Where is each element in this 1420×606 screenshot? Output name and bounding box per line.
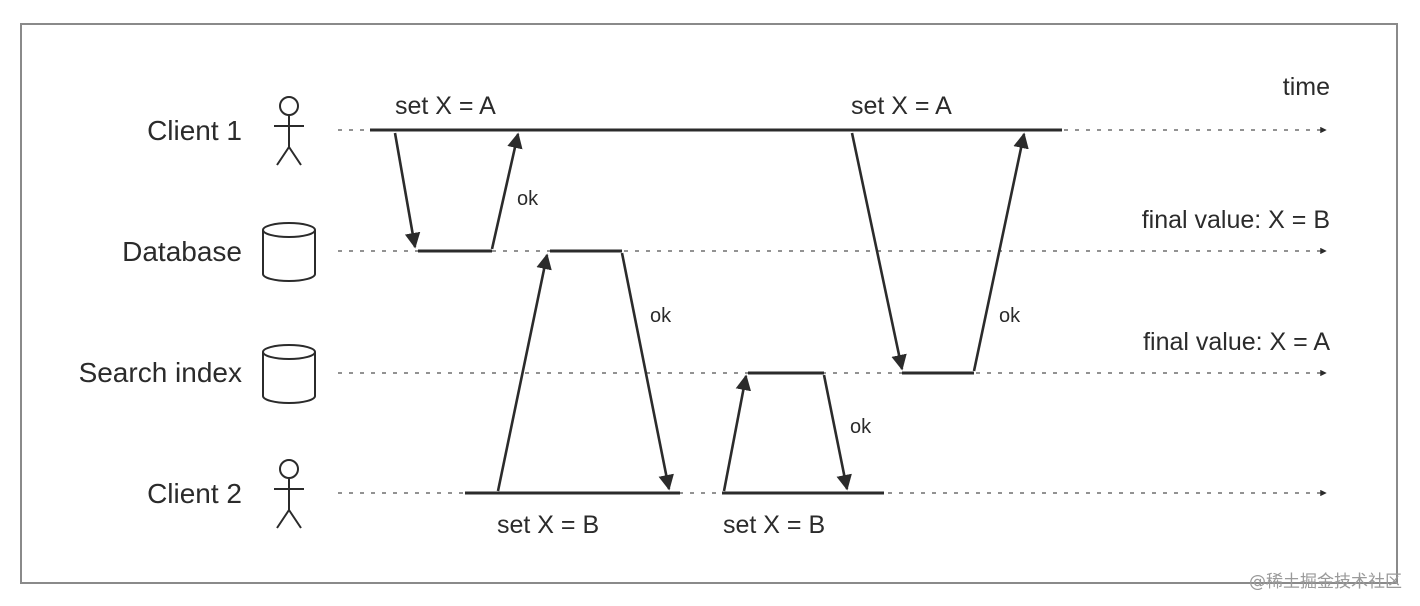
- arrow-c1-to-index: [850, 132, 907, 371]
- lane-label-database: Database: [122, 236, 242, 267]
- lane-label-client1: Client 1: [147, 115, 242, 146]
- msg-c2-set-2: set X = B: [723, 511, 825, 539]
- ok-label-3: ok: [850, 416, 872, 438]
- arrow-db-ok-to-c1: [490, 132, 523, 250]
- database-cylinder-icon: [262, 222, 316, 282]
- ok-label-1: ok: [517, 188, 539, 210]
- msg-c1-set-1: set X = A: [395, 92, 496, 120]
- lane-label-client2: Client 2: [147, 478, 242, 509]
- msg-c1-set-2: set X = A: [851, 92, 952, 120]
- diagram-frame: [20, 23, 1398, 584]
- ok-label-4: ok: [999, 305, 1021, 327]
- watermark: @稀土掘金技术社区: [1249, 572, 1402, 592]
- arrow-c2-to-db: [496, 253, 552, 492]
- msg-c2-set-1: set X = B: [497, 511, 599, 539]
- time-axis-label: time: [1283, 73, 1330, 101]
- final-value-database: final value: X = B: [1142, 206, 1330, 234]
- arrow-index-ok-to-c1: [972, 132, 1029, 372]
- arrow-c1-to-db: [393, 132, 421, 249]
- arrow-db-ok-to-c2: [620, 252, 674, 491]
- arrow-c2-to-index: [722, 374, 752, 492]
- final-value-search-index: final value: X = A: [1143, 328, 1330, 356]
- ok-label-2: ok: [650, 305, 672, 327]
- person-icon: [274, 459, 304, 529]
- person-icon: [274, 96, 304, 166]
- arrow-index-ok-to-c2: [822, 374, 852, 491]
- lane-label-search-index: Search index: [79, 357, 242, 388]
- search-index-cylinder-icon: [262, 344, 316, 404]
